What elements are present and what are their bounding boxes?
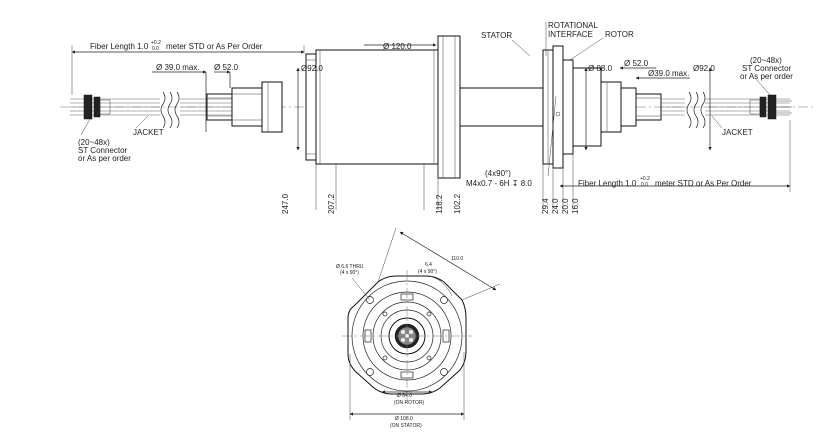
dim-110-label: 110.0 [451, 256, 463, 262]
fiber-length-right-prefix: Fiber Length 1.0 [578, 179, 637, 188]
left-hub [231, 81, 283, 133]
right-fiber-bundle [661, 91, 790, 129]
fiber-length-right-tol-plus: +0.2 [640, 176, 650, 182]
rotational-interface-label-2: INTERFACE [548, 30, 593, 39]
dim-102-label: 102.2 [453, 193, 462, 214]
dim-16-label: 16.0 [571, 198, 580, 214]
hole-label-1: Ø 6.6 THRU [336, 264, 364, 270]
fiber-length-right-suffix: meter STD or As Per Order [655, 179, 752, 188]
left-st-connector [83, 94, 111, 120]
dim-20-label: 20.0 [561, 198, 570, 214]
rotor-flange [542, 45, 564, 169]
dia-108-label-1: Ø 108.0 [395, 416, 413, 422]
side-view [60, 22, 815, 210]
stator-body [315, 49, 439, 165]
dia-92-left-label: Ø92.0 [301, 64, 323, 73]
fiber-length-left-tol-zero: 0.0 [152, 46, 159, 52]
side-view-labels: Fiber Length 1.0 +0.2 0.0 meter STD or A… [78, 21, 793, 214]
fiber-length-left-tol-plus: +0.2 [151, 40, 161, 46]
dim-29-label: 29.4 [541, 198, 550, 214]
dim-118-label: 118.2 [435, 194, 444, 214]
dim-24-label: 24.0 [551, 198, 560, 214]
rotor-label: ROTOR [605, 30, 634, 39]
interface-shaft [459, 87, 544, 127]
stator-flange [437, 35, 461, 179]
thread-label-2: M4x0.7 - 6H ↧ 8.0 [466, 179, 532, 188]
rotor-body [562, 59, 637, 155]
jacket-left-label: JACKET [133, 128, 164, 137]
dia-39-left-label: Ø 39.0 max. [156, 63, 200, 72]
end-view-labels: 110.0 Ø 6.6 THRU (4 x 90°) 6.4 (4 x 90°)… [336, 256, 463, 429]
dia-39-right-label: Ø39.0 max. [648, 69, 689, 78]
angle-label-2: (4 x 90°) [418, 269, 437, 275]
dia-64-label-2: (ON ROTOR) [394, 400, 425, 406]
connector-left-line-2: ST Connector [78, 146, 128, 155]
connector-left-line-3: or As per order [78, 154, 131, 163]
fiber-length-left-prefix: Fiber Length 1.0 [90, 42, 149, 51]
fiber-length-right-tol-zero: 0.0 [641, 182, 648, 188]
connector-right-line-1: (20~48x) [750, 56, 782, 65]
connector-right-line-3: or As per order [740, 72, 793, 81]
rotational-interface-label-1: ROTATIONAL [548, 21, 598, 30]
dia-88-label: Ø 88.0 [588, 64, 613, 73]
thread-label-1: (4x90°) [485, 169, 511, 178]
end-view [342, 227, 501, 420]
dia-120-label: Ø 120.0 [383, 42, 412, 51]
fiber-length-left-suffix: meter STD or As Per Order [166, 42, 263, 51]
dim-247-label: 247.0 [281, 193, 290, 214]
dia-52-left-label: Ø 52.0 [214, 63, 239, 72]
hole-label-2: (4 x 90°) [340, 270, 359, 276]
dim-207-label: 207.2 [327, 193, 336, 214]
connector-left-line-1: (20~48x) [78, 138, 110, 147]
connector-right-line-2: ST Connector [742, 64, 792, 73]
dia-108-label-2: (ON STATOR) [390, 423, 422, 429]
angle-label-1: 6.4 [425, 262, 432, 268]
dia-52-right-label: Ø 52.0 [624, 59, 649, 68]
stator-label: STATOR [481, 31, 512, 40]
jacket-right-label: JACKET [722, 128, 753, 137]
dia-64-label-1: Ø 64.0 [397, 393, 412, 399]
right-st-connector [749, 94, 792, 120]
dia-92-right-label: Ø92.0 [693, 64, 715, 73]
